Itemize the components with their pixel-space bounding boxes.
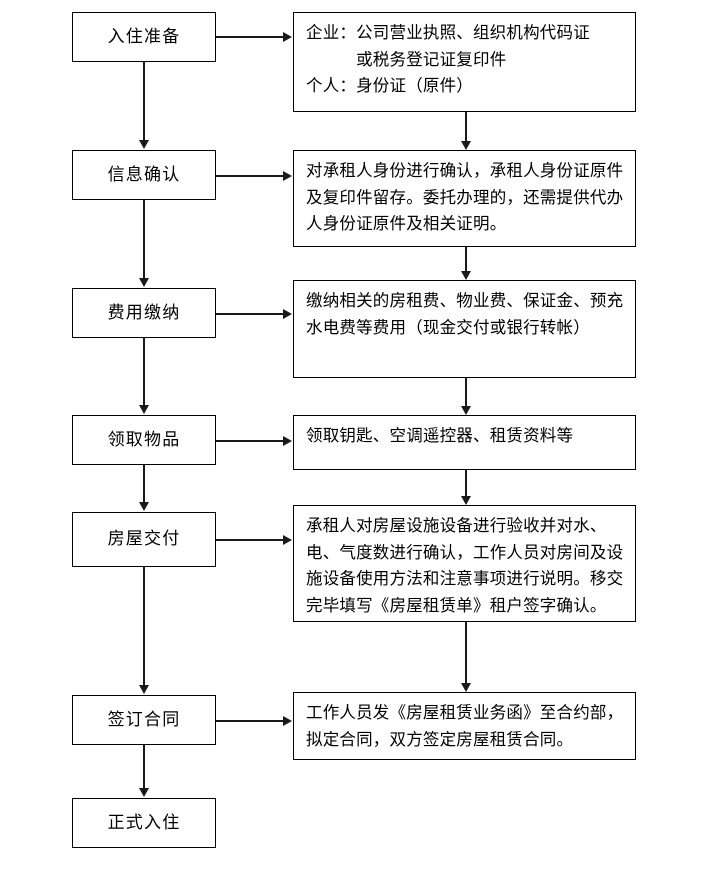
arrowhead-right-2 bbox=[283, 171, 292, 181]
connector-v-right-3 bbox=[465, 378, 467, 407]
arrowhead-down-right-2 bbox=[461, 271, 471, 280]
stage-box-7[interactable]: 正式入住 bbox=[72, 798, 216, 848]
connector-h-5 bbox=[216, 539, 284, 541]
connector-v-left-4 bbox=[143, 465, 145, 503]
arrowhead-down-right-4 bbox=[461, 496, 471, 505]
detail-box-1: 企业：公司营业执照、组织机构代码证 或税务登记证复印件 个人：身份证（原件） bbox=[293, 12, 636, 112]
detail-box-2: 对承租人身份进行确认，承租人身份证原件及复印件留存。委托办理的，还需提供代办人身… bbox=[293, 150, 636, 247]
detail-box-3: 缴纳相关的房租费、物业费、保证金、预充水电费等费用（现金交付或银行转帐） bbox=[293, 280, 636, 378]
stage-label-1: 入住准备 bbox=[107, 26, 181, 46]
arrowhead-right-1 bbox=[283, 32, 292, 42]
stage-box-3[interactable]: 费用缴纳 bbox=[72, 288, 216, 338]
connector-h-4 bbox=[216, 440, 284, 442]
connector-h-3 bbox=[216, 313, 284, 315]
arrowhead-down-left-4 bbox=[139, 502, 149, 511]
stage-label-5: 房屋交付 bbox=[107, 529, 181, 549]
connector-h-1 bbox=[216, 36, 284, 38]
stage-box-4[interactable]: 领取物品 bbox=[72, 415, 216, 465]
stage-label-7: 正式入住 bbox=[107, 812, 181, 832]
arrowhead-down-left-6 bbox=[139, 788, 149, 797]
connector-h-2 bbox=[216, 175, 284, 177]
stage-label-6: 签订合同 bbox=[107, 709, 181, 729]
arrowhead-right-5 bbox=[283, 535, 292, 545]
stage-box-1[interactable]: 入住准备 bbox=[72, 12, 216, 62]
detail-box-6: 工作人员发《房屋租赁业务函》至合约部，拟定合同，双方签定房屋租赁合同。 bbox=[293, 692, 636, 760]
stage-box-5[interactable]: 房屋交付 bbox=[72, 512, 216, 567]
connector-h-6 bbox=[216, 720, 284, 722]
stage-label-2: 信息确认 bbox=[107, 164, 181, 184]
arrowhead-right-3 bbox=[283, 309, 292, 319]
connector-v-left-3 bbox=[143, 338, 145, 406]
connector-v-right-2 bbox=[465, 247, 467, 272]
connector-v-right-1 bbox=[465, 112, 467, 142]
connector-v-left-5 bbox=[143, 567, 145, 686]
arrowhead-down-right-3 bbox=[461, 406, 471, 415]
detail-box-5: 承租人对房屋设施设备进行验收并对水、电、气度数进行确认，工作人员对房间及设施设备… bbox=[293, 505, 636, 622]
stage-box-2[interactable]: 信息确认 bbox=[72, 150, 216, 200]
arrowhead-down-left-1 bbox=[139, 140, 149, 149]
arrowhead-down-left-2 bbox=[139, 278, 149, 287]
stage-label-3: 费用缴纳 bbox=[107, 302, 181, 322]
stage-box-6[interactable]: 签订合同 bbox=[72, 695, 216, 745]
arrowhead-right-4 bbox=[283, 436, 292, 446]
arrowhead-down-left-5 bbox=[139, 685, 149, 694]
connector-v-left-2 bbox=[143, 200, 145, 279]
arrowhead-right-6 bbox=[283, 716, 292, 726]
detail-box-4: 领取钥匙、空调遥控器、租赁资料等 bbox=[293, 415, 636, 470]
connector-v-right-4 bbox=[465, 470, 467, 497]
connector-v-left-1 bbox=[143, 62, 145, 141]
arrowhead-down-right-5 bbox=[461, 683, 471, 692]
connector-v-left-6 bbox=[143, 745, 145, 789]
arrowhead-down-left-3 bbox=[139, 405, 149, 414]
arrowhead-down-right-1 bbox=[461, 141, 471, 150]
connector-v-right-5 bbox=[465, 622, 467, 684]
stage-label-4: 领取物品 bbox=[107, 429, 181, 449]
